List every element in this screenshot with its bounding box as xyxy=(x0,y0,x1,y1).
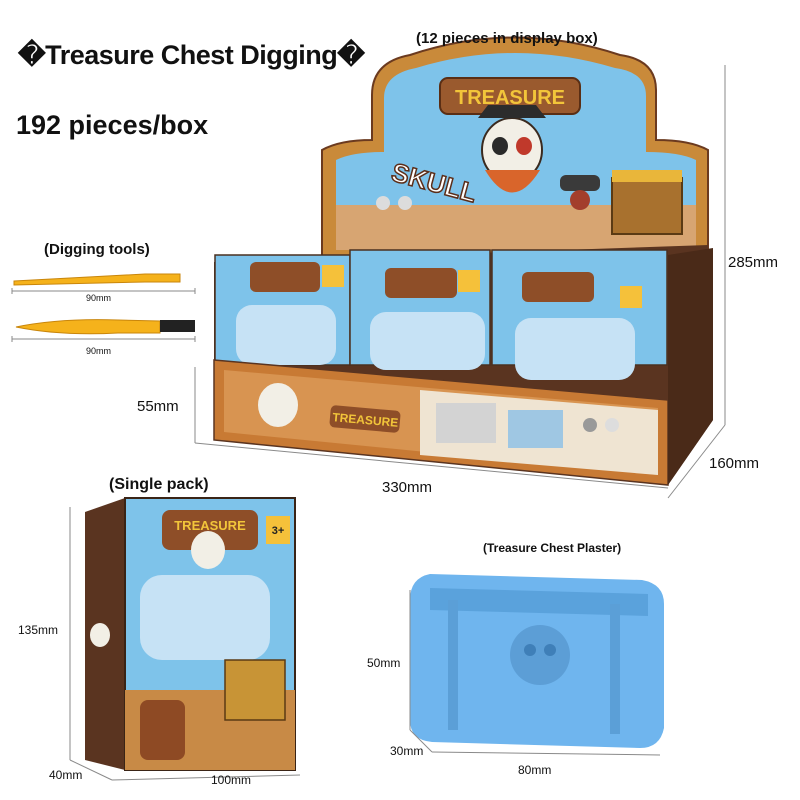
tool2-length: 90mm xyxy=(86,346,112,356)
plaster-chest xyxy=(410,574,664,748)
display-front-height-label: 55mm xyxy=(137,398,179,415)
dimension-lines xyxy=(11,65,726,781)
tool1-length: 90mm xyxy=(86,293,112,303)
pack-depth-label: 40mm xyxy=(49,768,83,782)
display-box-caption: (12 pieces in display box) xyxy=(416,30,598,47)
display-height-label: 285mm xyxy=(728,254,779,271)
page-title: �Treasure Chest Digging� xyxy=(18,40,365,70)
display-front-text: TREASURE xyxy=(332,410,399,430)
plaster-height-label: 50mm xyxy=(367,656,401,670)
display-sign-text: TREASURE xyxy=(455,87,565,109)
age-badge: 3+ xyxy=(272,525,285,537)
plaster-width-label: 80mm xyxy=(518,763,552,777)
tools-caption: (Digging tools) xyxy=(44,241,150,258)
display-depth-label: 160mm xyxy=(709,455,760,472)
quantity-text: 192 pieces/box xyxy=(16,110,209,140)
single-pack-caption: (Single pack) xyxy=(109,476,209,493)
single-pack: TREASURE 3+ xyxy=(85,497,296,771)
plaster-caption: (Treasure Chest Plaster) xyxy=(483,541,622,555)
pack-logo: TREASURE xyxy=(174,518,246,533)
display-box: TREASURE SKULL xyxy=(213,36,713,486)
pack-height-label: 135mm xyxy=(18,623,59,637)
plaster-depth-label: 30mm xyxy=(390,744,424,758)
pack-width-label: 100mm xyxy=(211,773,252,787)
display-width-label: 330mm xyxy=(382,479,433,496)
digging-tools xyxy=(13,273,195,335)
